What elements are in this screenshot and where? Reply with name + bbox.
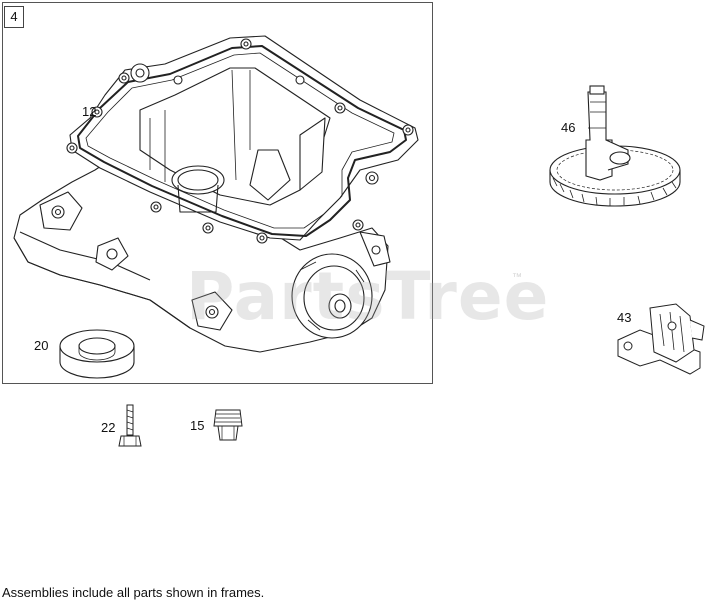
- governor-bracket-part-43: [617, 303, 705, 375]
- callout-12: 12: [82, 104, 97, 119]
- footer-note: Assemblies include all parts shown in fr…: [2, 585, 265, 600]
- crankcase-sump-part-12: [13, 35, 419, 353]
- plug-part-15: [213, 409, 243, 441]
- oil-seal-part-20: [59, 329, 135, 379]
- callout-43: 43: [617, 310, 632, 325]
- watermark-trademark: ™: [512, 272, 522, 283]
- watermark-text: PartsTree: [186, 258, 550, 335]
- assembly-frame: [2, 2, 433, 384]
- callout-46: 46: [561, 120, 576, 135]
- callout-15: 15: [190, 418, 205, 433]
- callout-22: 22: [101, 420, 116, 435]
- bolt-part-22: [118, 404, 142, 447]
- callout-20: 20: [34, 338, 49, 353]
- camshaft-gear-part-46: [549, 85, 681, 207]
- frame-number: 4: [4, 6, 24, 28]
